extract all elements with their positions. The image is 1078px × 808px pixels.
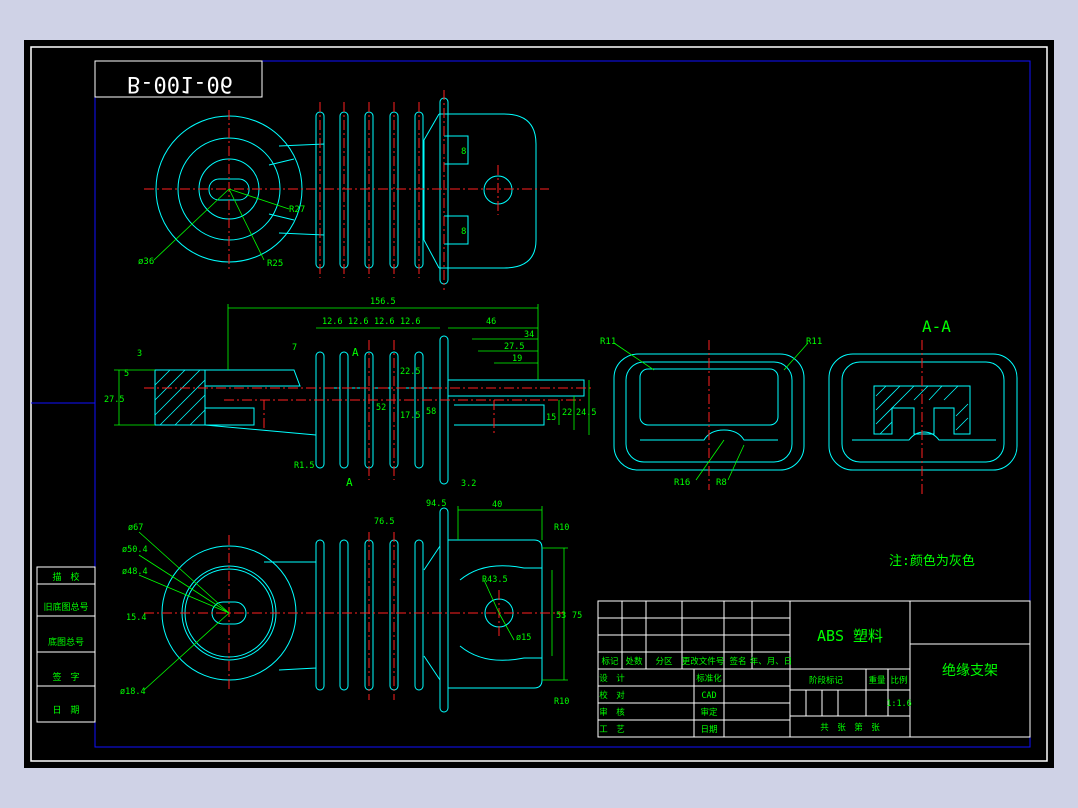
dim-bottom-15-4: 15.4 [126, 613, 146, 623]
tb-scale: 1:1.6 [886, 699, 912, 709]
front-view-dimensions [114, 304, 590, 435]
dim-front-34: 34 [524, 330, 534, 340]
front-view-centerlines [144, 340, 594, 480]
dim-front-24-5: 24.5 [576, 408, 596, 418]
front-view-hatch [154, 369, 206, 426]
dim-top-8a: 8 [461, 147, 466, 157]
dim-front-27-5: 27.5 [504, 342, 524, 352]
dim-bottom-d15: ø15 [516, 633, 531, 643]
section-aa-hatch [875, 385, 969, 435]
tb-header-count: 处数 [625, 656, 643, 667]
dim-bottom-75: 75 [572, 611, 582, 621]
dim-bottom-40: 40 [492, 500, 502, 510]
dim-front-12-6a: 12.6 [322, 317, 342, 327]
top-view-centerlines [144, 90, 549, 290]
dim-top-r27: R27 [289, 205, 305, 215]
dim-bottom-r10a: R10 [554, 523, 569, 533]
dim-bottom-d50-4: ø50.4 [122, 545, 148, 555]
tb-row-design: 设 计 [599, 673, 625, 684]
dim-front-12-6d: 12.6 [400, 317, 420, 327]
tb-header-mark: 标记 [601, 656, 619, 667]
side-label-check: 描 校 [52, 571, 79, 583]
inner-border [94, 60, 1031, 748]
side-label-date: 日 期 [52, 705, 79, 716]
side-panel [36, 566, 96, 723]
tb-header-zone: 分区 [655, 657, 673, 667]
dim-front-22-5: 22.5 [400, 367, 420, 377]
cad-canvas: B-001-06 8 8 [30, 46, 1048, 762]
side-label-signature: 签 字 [52, 671, 79, 683]
dim-front-12-6c: 12.6 [374, 317, 394, 327]
tb-row-approve: 审定 [700, 707, 718, 718]
dim-top-d36: ø36 [138, 257, 154, 267]
tb-header-sign: 签名 [729, 656, 746, 667]
dim-bottom-d18-4: ø18.4 [120, 687, 146, 697]
dim-front-58: 58 [426, 407, 436, 417]
section-aa-view [828, 353, 1018, 471]
tb-stage: 阶段标记 [809, 675, 844, 686]
dim-front-15: 15 [546, 413, 556, 423]
tb-header-date: 年、月、日 [750, 656, 793, 667]
section-marker-bottom: A [346, 476, 353, 489]
side-label-old-number: 旧底图总号 [43, 601, 88, 613]
dim-section-r11a: R11 [600, 337, 616, 347]
section-marker-top: A [352, 346, 359, 359]
tb-row-proof: 校 对 [599, 690, 625, 701]
section-centerlines [708, 340, 923, 495]
front-view [154, 335, 585, 485]
code-box [94, 60, 263, 98]
dim-front-22: 22 [562, 408, 572, 418]
drawing-note: 注:颜色为灰色 [889, 553, 975, 569]
dim-front-52: 52 [376, 403, 386, 413]
dim-front-r1-5: R1.5 [294, 461, 314, 471]
dim-top-r25: R25 [267, 259, 283, 269]
dim-front-46: 46 [486, 317, 496, 327]
tb-ratio: 比例 [890, 675, 907, 686]
dim-front-5: 5 [124, 369, 129, 379]
dim-section-r11b: R11 [806, 337, 822, 347]
section-title: A-A [922, 317, 951, 336]
tb-material: ABS 塑料 [817, 627, 883, 645]
title-block [597, 600, 1031, 738]
bottom-view [161, 507, 543, 713]
tb-row-review: 审 核 [599, 707, 625, 718]
dim-front-7: 7 [292, 343, 297, 353]
dim-bottom-r10b: R10 [554, 697, 569, 707]
dim-front-12-6b: 12.6 [348, 317, 368, 327]
tb-sheets: 共 张 第 张 [820, 722, 880, 733]
tb-row-standard: 标准化 [696, 673, 722, 684]
outer-frame [30, 46, 1048, 762]
dim-top-8b: 8 [461, 227, 466, 237]
dim-front-156-5: 156.5 [370, 297, 396, 307]
dim-bottom-53: 53 [556, 611, 566, 621]
dim-front-17-5: 17.5 [400, 411, 420, 421]
dim-bottom-76-5: 76.5 [374, 517, 394, 527]
tb-part-name: 绝缘支架 [942, 663, 998, 679]
tb-header-change: 更改文件号 [682, 656, 725, 667]
dim-bottom-r43-5: R43.5 [482, 575, 508, 585]
tb-weight: 重量 [868, 675, 886, 686]
dim-bottom-94-5: 94.5 [426, 499, 446, 509]
dim-front-3-2: 3.2 [461, 479, 476, 489]
tb-row-date: 日期 [700, 725, 717, 735]
dim-bottom-d67: ø67 [128, 523, 143, 533]
dim-front-19: 19 [512, 354, 522, 364]
drawing-code: B-001-06 [127, 71, 233, 96]
tb-row-process: 工 艺 [599, 725, 625, 735]
top-view [155, 97, 537, 285]
dim-bottom-d48-4: ø48.4 [122, 567, 148, 577]
dim-front-27-5b: 27.5 [104, 395, 124, 405]
dim-section-r8: R8 [716, 478, 727, 488]
side-label-base-number: 底图总号 [48, 636, 84, 648]
dim-section-r16: R16 [674, 478, 690, 488]
dim-front-3: 3 [137, 349, 142, 359]
tb-row-cad: CAD [701, 691, 716, 701]
drawing-sheet: B-001-06 8 8 [24, 40, 1054, 768]
